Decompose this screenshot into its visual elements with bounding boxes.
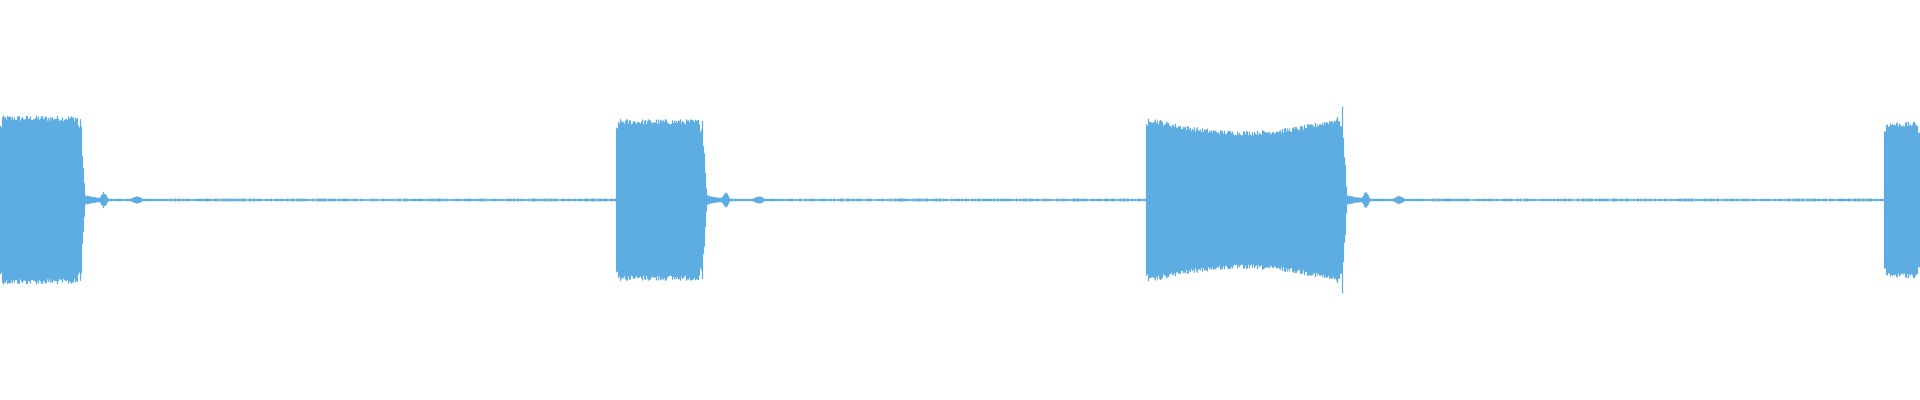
audio-waveform [0, 106, 1920, 294]
waveform-svg [0, 106, 1920, 294]
